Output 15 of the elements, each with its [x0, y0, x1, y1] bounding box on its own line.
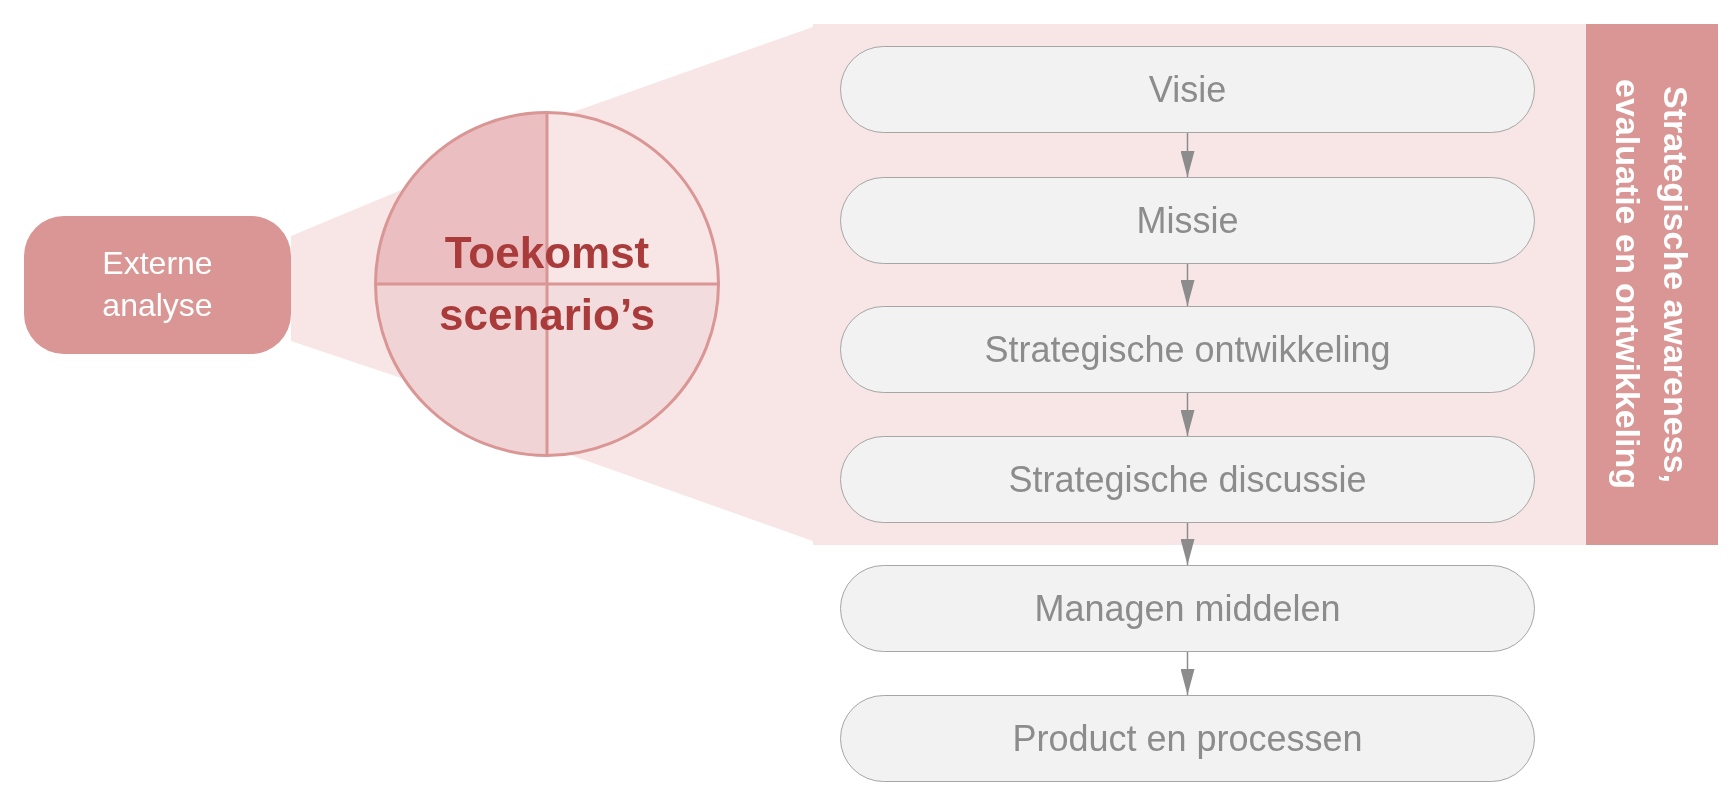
- pill-label: Strategische ontwikkeling: [983, 327, 1392, 372]
- pill-label: Product en processen: [1011, 716, 1364, 761]
- box-label: Externe analyse: [101, 244, 214, 325]
- arrow: [1180, 132, 1195, 178]
- rounded-box: [24, 216, 291, 354]
- pill-label: Missie: [1135, 198, 1240, 243]
- arrow: [1180, 651, 1195, 696]
- arrow: [1180, 522, 1195, 566]
- circle-label: Toekomst scenario’s: [438, 227, 656, 341]
- pill-label: Strategische discussie: [1007, 457, 1368, 502]
- pill-label: Visie: [1148, 67, 1227, 112]
- banner-label: Strategische awareness, evaluatie en ontwikkeling: [1608, 78, 1696, 491]
- arrow: [1180, 263, 1195, 307]
- arrow: [1180, 392, 1195, 437]
- pill-label: Managen middelen: [1033, 586, 1342, 631]
